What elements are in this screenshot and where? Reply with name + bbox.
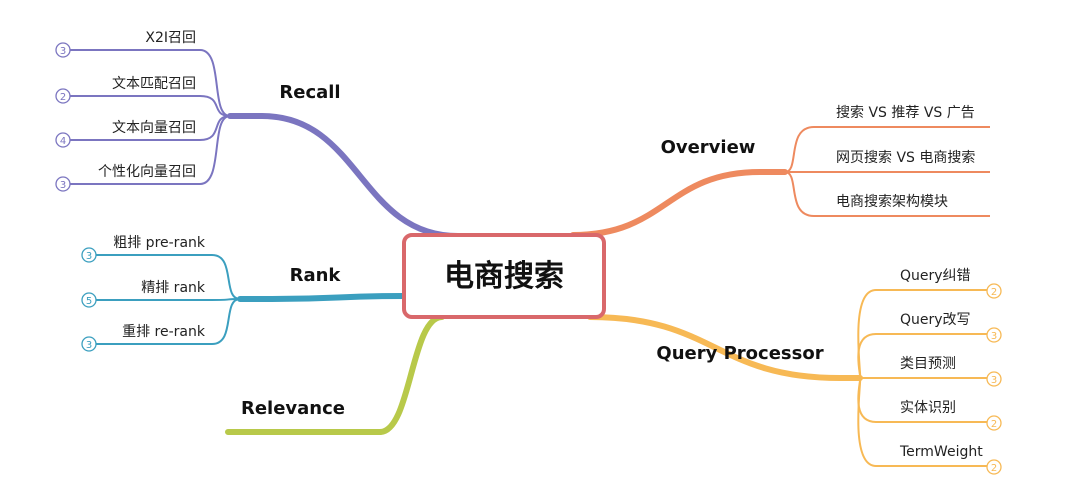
child-label-overview-0[interactable]: 搜索 VS 推荐 VS 广告 [836,104,975,121]
branch-connector-query-processor [587,314,863,381]
child-connector-recall-3 [68,115,231,185]
count-badge-circle [81,336,97,352]
branch-label-relevance[interactable]: Relevance [241,398,345,419]
count-badge-circle [55,176,71,192]
child-label-query-processor-2[interactable]: 类目预测 [900,356,956,372]
child-label-recall-0[interactable]: X2I召回 [145,30,196,46]
count-badge-number: 3 [86,251,92,262]
branch-label-recall[interactable]: Recall [279,82,340,103]
count-badge[interactable]: 2 [55,88,71,104]
branch-label-rank[interactable]: Rank [290,265,342,286]
branch-label-query-processor[interactable]: Query Processor [656,343,823,364]
root-node[interactable]: 电商搜索 [402,233,606,319]
count-badge-circle [986,415,1002,431]
count-badge[interactable]: 4 [55,132,71,148]
child-label-rank-2[interactable]: 重排 re-rank [122,324,206,340]
child-connector-overview-2 [784,171,990,217]
count-badge-number: 3 [86,340,92,351]
root-node-title: 电商搜索 [444,259,564,294]
child-label-query-processor-1[interactable]: Query改写 [900,312,971,328]
count-badge-circle [55,42,71,58]
count-badge[interactable]: 3 [81,247,97,263]
node-layer: RecallX2I召回3文本匹配召回2文本向量召回4个性化向量召回3Rank粗排… [55,30,1002,475]
count-badge[interactable]: 2 [986,283,1002,299]
count-badge[interactable]: 3 [55,176,71,192]
child-label-recall-2[interactable]: 文本向量召回 [112,120,196,136]
count-badge-circle [986,283,1002,299]
count-badge-number: 3 [991,331,997,342]
branch-connector-relevance [225,314,445,435]
child-connector-query-processor-4 [857,377,994,467]
branch-connector-recall [227,113,461,239]
branch-connector-rank [237,293,407,302]
count-badge-number: 3 [60,46,66,57]
child-connector-query-processor-1 [857,333,994,379]
child-label-overview-2[interactable]: 电商搜索架构模块 [836,193,948,210]
child-connector-recall-1 [68,95,231,117]
count-badge-circle [986,327,1002,343]
count-badge[interactable]: 3 [986,371,1002,387]
count-badge-number: 2 [991,287,997,298]
child-connector-overview-0 [784,126,990,173]
connector-layer [68,49,994,467]
count-badge[interactable]: 2 [986,459,1002,475]
count-badge-number: 2 [991,463,997,474]
child-label-rank-1[interactable]: 精排 rank [141,280,206,296]
count-badge[interactable]: 2 [986,415,1002,431]
count-badge-circle [55,132,71,148]
count-badge[interactable]: 5 [81,292,97,308]
count-badge[interactable]: 3 [55,42,71,58]
count-badge-number: 3 [991,375,997,386]
count-badge-circle [986,371,1002,387]
count-badge-number: 4 [60,136,66,147]
count-badge-circle [986,459,1002,475]
count-badge[interactable]: 3 [986,327,1002,343]
count-badge-number: 2 [60,92,66,103]
child-label-rank-0[interactable]: 粗排 pre-rank [113,235,206,251]
root-node-box [402,233,606,319]
child-connector-rank-0 [94,254,241,300]
branch-label-overview[interactable]: Overview [661,137,756,158]
child-label-recall-1[interactable]: 文本匹配召回 [112,76,196,92]
count-badge-number: 2 [991,419,997,430]
child-label-query-processor-0[interactable]: Query纠错 [900,268,971,284]
count-badge-number: 5 [86,296,92,307]
child-label-query-processor-3[interactable]: 实体识别 [900,400,956,416]
child-connector-recall-2 [68,115,231,141]
child-connector-recall-0 [68,49,231,117]
count-badge-circle [81,292,97,308]
count-badge[interactable]: 3 [81,336,97,352]
child-connector-rank-2 [94,298,241,345]
child-label-query-processor-4[interactable]: TermWeight [899,444,983,460]
count-badge-circle [81,247,97,263]
child-label-recall-3[interactable]: 个性化向量召回 [98,164,196,180]
count-badge-circle [55,88,71,104]
count-badge-number: 3 [60,180,66,191]
branch-connector-overview [570,169,788,238]
child-label-overview-1[interactable]: 网页搜索 VS 电商搜索 [836,149,975,166]
child-connector-rank-1 [94,298,241,301]
